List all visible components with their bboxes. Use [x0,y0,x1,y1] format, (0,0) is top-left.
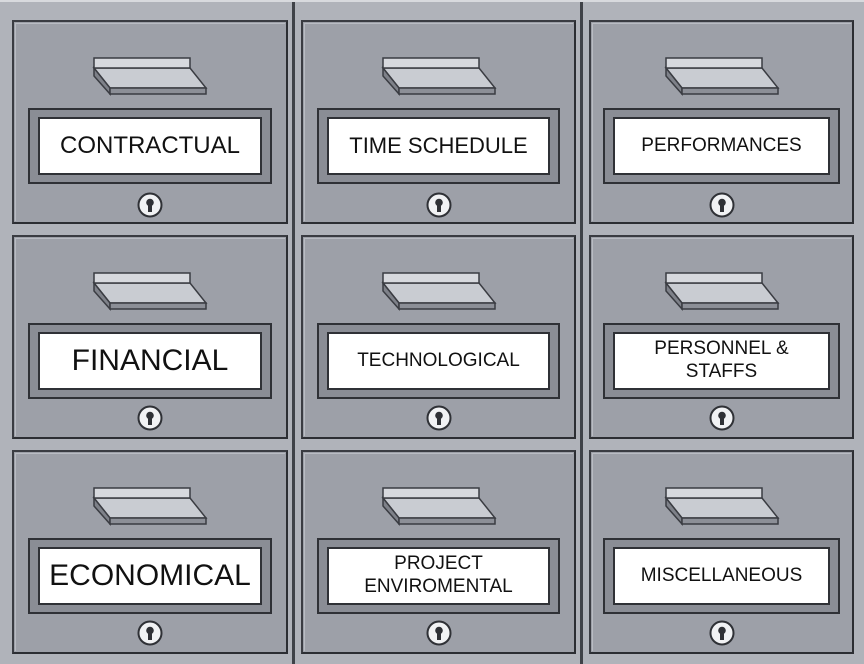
drawer-handle-icon[interactable] [379,484,499,528]
drawer-miscellaneous[interactable]: MISCELLANEOUS [589,450,854,654]
drawer-label: FINANCIAL [38,332,262,390]
drawer-handle-icon[interactable] [90,484,210,528]
keyhole-lock-icon[interactable] [709,192,735,218]
drawer-technological[interactable]: TECHNOLOGICAL [301,235,576,439]
label-holder: MISCELLANEOUS [603,538,840,614]
drawer-handle-icon[interactable] [90,54,210,98]
drawer-performances[interactable]: PERFORMANCES [589,20,854,224]
drawer-label: PROJECT ENVIROMENTAL [327,547,550,605]
keyhole-lock-icon[interactable] [426,620,452,646]
label-holder: TECHNOLOGICAL [317,323,560,399]
drawer-handle-icon[interactable] [662,269,782,313]
drawer-handle-icon[interactable] [662,484,782,528]
drawer-financial[interactable]: FINANCIAL [12,235,288,439]
label-holder: PERFORMANCES [603,108,840,184]
drawer-handle-icon[interactable] [379,54,499,98]
drawer-handle-icon[interactable] [662,54,782,98]
drawer-label: TECHNOLOGICAL [327,332,550,390]
keyhole-lock-icon[interactable] [137,405,163,431]
label-holder: PERSONNEL & STAFFS [603,323,840,399]
drawer-label: TIME SCHEDULE [327,117,550,175]
drawer-label: PERFORMANCES [613,117,830,175]
drawer-handle-icon[interactable] [90,269,210,313]
column-divider [580,2,583,664]
label-holder: ECONOMICAL [28,538,272,614]
label-holder: PROJECT ENVIROMENTAL [317,538,560,614]
drawer-time-schedule[interactable]: TIME SCHEDULE [301,20,576,224]
keyhole-lock-icon[interactable] [709,620,735,646]
drawer-label: ECONOMICAL [38,547,262,605]
drawer-handle-icon[interactable] [379,269,499,313]
drawer-label: PERSONNEL & STAFFS [613,332,830,390]
drawer-label: MISCELLANEOUS [613,547,830,605]
label-holder: CONTRACTUAL [28,108,272,184]
keyhole-lock-icon[interactable] [426,405,452,431]
keyhole-lock-icon[interactable] [426,192,452,218]
drawer-economical[interactable]: ECONOMICAL [12,450,288,654]
drawer-personnel-staffs[interactable]: PERSONNEL & STAFFS [589,235,854,439]
drawer-project-environmental[interactable]: PROJECT ENVIROMENTAL [301,450,576,654]
keyhole-lock-icon[interactable] [709,405,735,431]
label-holder: FINANCIAL [28,323,272,399]
drawer-label: CONTRACTUAL [38,117,262,175]
label-holder: TIME SCHEDULE [317,108,560,184]
drawer-contractual[interactable]: CONTRACTUAL [12,20,288,224]
column-divider [292,2,295,664]
keyhole-lock-icon[interactable] [137,192,163,218]
keyhole-lock-icon[interactable] [137,620,163,646]
